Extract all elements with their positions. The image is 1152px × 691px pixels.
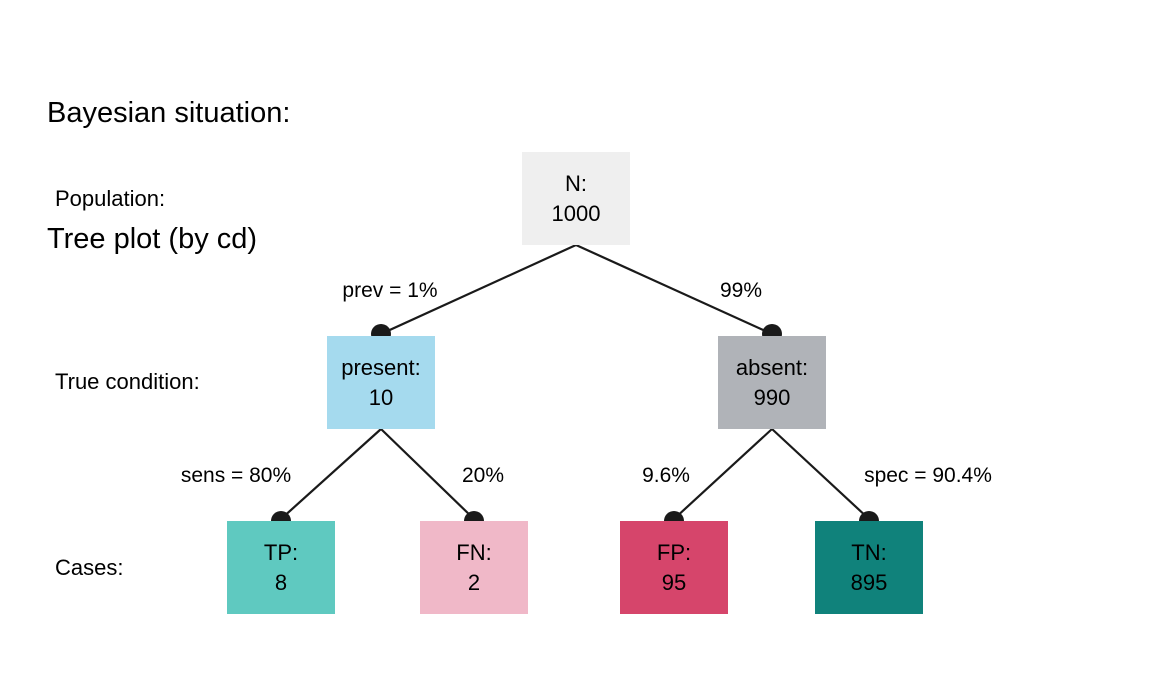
edge-line-absent-fp bbox=[673, 428, 773, 520]
page-title: Bayesian situation: Tree plot (by cd) bbox=[47, 8, 290, 344]
edge-label-spec: spec = 90.4% bbox=[864, 464, 992, 487]
node-value: 95 bbox=[661, 569, 687, 595]
row-label-population: Population: bbox=[55, 186, 166, 211]
node-label: FP: bbox=[656, 539, 692, 565]
node-label: FN: bbox=[456, 539, 492, 565]
node-value: 8 bbox=[274, 569, 288, 595]
node-label: absent: bbox=[735, 354, 809, 380]
node-population-n[interactable]: N: 1000 bbox=[522, 152, 630, 245]
edge-line-absent-tn bbox=[771, 428, 870, 520]
row-label-true-condition: True condition: bbox=[55, 369, 200, 394]
node-value: 895 bbox=[850, 569, 888, 595]
edge-label-prev: prev = 1% bbox=[342, 279, 438, 302]
node-value: 2 bbox=[467, 569, 481, 595]
edge-line-present-tp bbox=[280, 428, 382, 520]
node-label: present: bbox=[341, 354, 421, 380]
node-label: TN: bbox=[851, 539, 887, 565]
row-label-cases: Cases: bbox=[55, 555, 124, 580]
node-value: 990 bbox=[753, 384, 791, 410]
edge-line-n-present bbox=[380, 243, 577, 336]
node-case-fp[interactable]: FP: 95 bbox=[620, 521, 728, 614]
node-condition-present[interactable]: present: 10 bbox=[327, 336, 435, 429]
node-case-fn[interactable]: FN: 2 bbox=[420, 521, 528, 614]
node-condition-absent[interactable]: absent: 990 bbox=[718, 336, 826, 429]
title-line-1: Bayesian situation: bbox=[47, 97, 291, 129]
edge-label-sens: sens = 80% bbox=[180, 464, 292, 487]
edge-line-present-fn bbox=[380, 428, 475, 520]
edge-line-n-absent bbox=[575, 243, 773, 336]
edge-label-comp-sens: 20% bbox=[461, 464, 505, 487]
edge-label-comp-spec: 9.6% bbox=[642, 464, 690, 487]
node-label: N: bbox=[565, 170, 587, 196]
node-case-tp[interactable]: TP: 8 bbox=[227, 521, 335, 614]
title-line-2: Tree plot (by cd) bbox=[47, 223, 258, 255]
node-value: 10 bbox=[368, 384, 394, 410]
node-case-tn[interactable]: TN: 895 bbox=[815, 521, 923, 614]
node-value: 1000 bbox=[551, 200, 601, 226]
node-label: TP: bbox=[263, 539, 299, 565]
edge-label-comp-prev: 99% bbox=[719, 279, 763, 302]
